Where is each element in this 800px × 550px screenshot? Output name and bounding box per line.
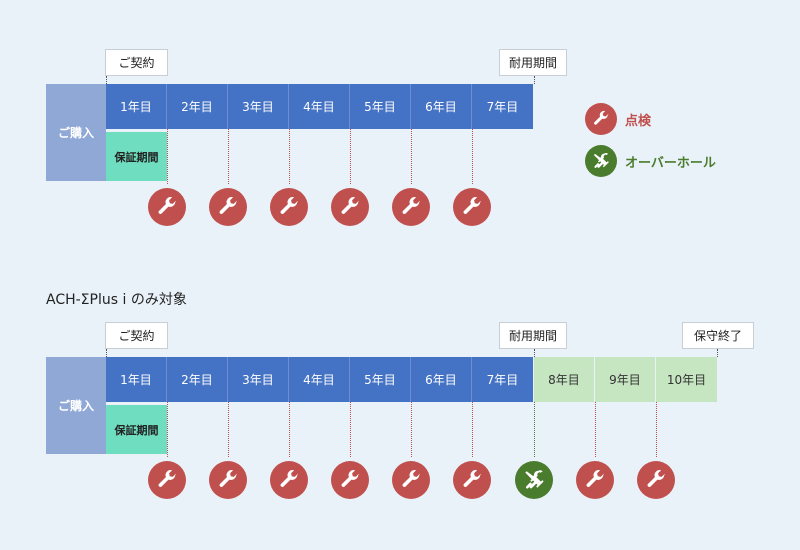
inspection-icon — [148, 188, 186, 226]
year-cell: 1年目 — [106, 357, 167, 402]
inspection-icon — [637, 461, 675, 499]
contract-callout: ご契約 — [105, 49, 168, 76]
inspection-legend-icon — [585, 103, 617, 135]
timeline-standard: ご契約 耐用期間 ご購入 1年目 2年目 3年目 4年目 5年目 6年目 7年目… — [0, 0, 800, 250]
inspection-legend-label: 点検 — [625, 114, 652, 129]
overhaul-legend-icon — [585, 145, 617, 177]
year-row: 1年目 2年目 3年目 4年目 5年目 6年目 7年目 — [106, 84, 536, 129]
year-cell: 7年目 — [472, 357, 533, 402]
year-cell: 6年目 — [411, 84, 472, 129]
service-life-callout: 耐用期間 — [499, 322, 567, 349]
inspection-icon — [576, 461, 614, 499]
maintenance-end-callout: 保守終了 — [682, 322, 754, 349]
section-title: ACH-ΣPlus i のみ対象 — [46, 292, 187, 308]
year-cell: 8年目 — [534, 357, 595, 402]
legend: 点検 オーバーホール — [585, 103, 785, 183]
inspection-icon — [270, 461, 308, 499]
contract-callout: ご契約 — [105, 322, 168, 349]
inspection-icon — [209, 188, 247, 226]
purchase-block: ご購入 — [46, 357, 106, 454]
year-cell: 3年目 — [228, 357, 289, 402]
year-cell: 6年目 — [411, 357, 472, 402]
year-cell: 1年目 — [106, 84, 167, 129]
inspection-icon — [148, 461, 186, 499]
warranty-block: 保証期間 — [106, 132, 167, 181]
year-cell: 2年目 — [167, 84, 228, 129]
overhaul-icon — [515, 461, 553, 499]
inspection-icon — [270, 188, 308, 226]
inspection-icon — [453, 461, 491, 499]
inspection-icon — [392, 188, 430, 226]
inspection-icon — [209, 461, 247, 499]
inspection-icon — [392, 461, 430, 499]
year-cell: 4年目 — [289, 357, 350, 402]
year-cell: 9年目 — [595, 357, 656, 402]
inspection-icon — [453, 188, 491, 226]
timeline-extended: ご契約 耐用期間 保守終了 ご購入 1年目 2年目 3年目 4年目 5年目 6年… — [0, 270, 800, 550]
inspection-icon — [331, 188, 369, 226]
purchase-block: ご購入 — [46, 84, 106, 181]
year-cell: 3年目 — [228, 84, 289, 129]
year-cell: 2年目 — [167, 357, 228, 402]
inspection-icon — [331, 461, 369, 499]
year-cell: 5年目 — [350, 84, 411, 129]
warranty-block: 保証期間 — [106, 405, 167, 454]
overhaul-legend-label: オーバーホール — [625, 156, 716, 171]
service-life-callout: 耐用期間 — [499, 49, 567, 76]
year-cell: 4年目 — [289, 84, 350, 129]
year-cell: 5年目 — [350, 357, 411, 402]
year-cell: 10年目 — [656, 357, 717, 402]
year-row: 1年目 2年目 3年目 4年目 5年目 6年目 7年目 8年目 9年目 10年目 — [106, 357, 718, 402]
year-cell: 7年目 — [472, 84, 533, 129]
